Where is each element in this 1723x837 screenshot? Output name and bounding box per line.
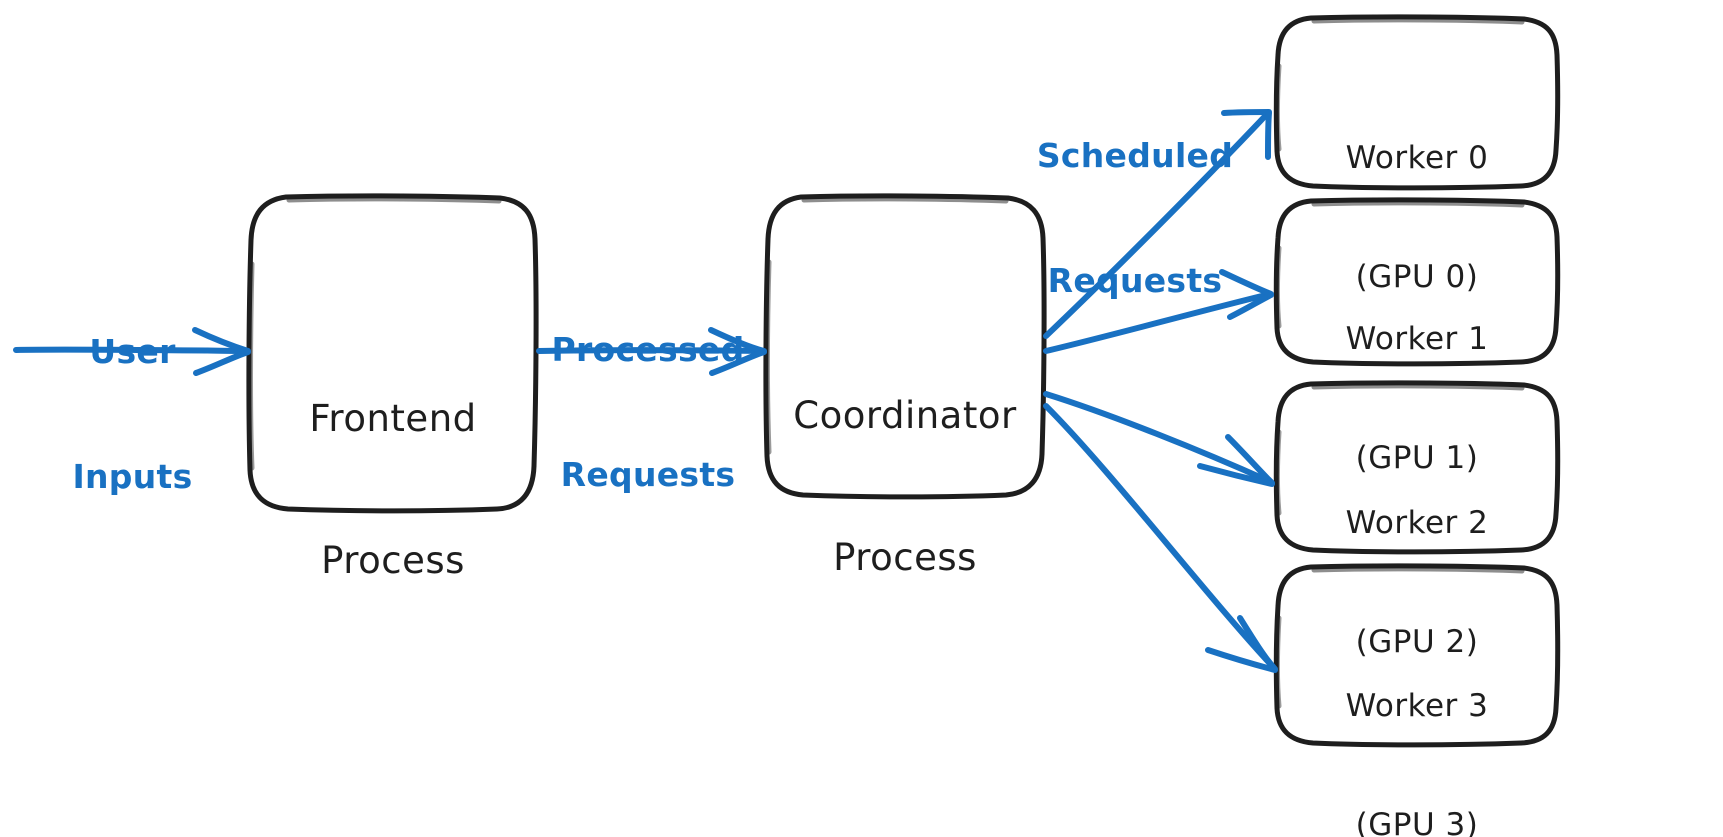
processed-requests-label-line2: Requests [560, 454, 736, 494]
arrow-coordinator-to-worker-2 [1043, 391, 1275, 487]
node-shape-worker-2[interactable] [1273, 380, 1561, 555]
user-inputs-label-line1: User [89, 332, 176, 372]
scheduled-requests-label: Scheduled Requests [1035, 52, 1235, 385]
node-shape-worker-1[interactable] [1273, 197, 1561, 367]
node-shape-frontend[interactable] [246, 193, 539, 514]
arrow-coordinator-to-worker-0 [1043, 109, 1272, 339]
node-shape-worker-0[interactable] [1273, 14, 1561, 191]
arrow-coordinator-to-worker-1 [1043, 269, 1274, 354]
arrow-frontend-to-coordinator [536, 327, 767, 376]
node-shape-coordinator[interactable] [763, 193, 1047, 500]
scheduled-requests-label-line2: Requests [1047, 260, 1223, 300]
node-shape-worker-3[interactable] [1273, 563, 1561, 748]
arrow-user-to-frontend [13, 327, 251, 376]
user-inputs-label-line2: Inputs [72, 456, 193, 496]
scheduled-requests-label-line1: Scheduled [1036, 136, 1234, 176]
processed-requests-label: Processed Requests [548, 246, 748, 579]
processed-requests-label-line1: Processed [551, 330, 745, 370]
user-inputs-label: User Inputs [40, 248, 225, 581]
arrow-coordinator-to-worker-3 [1043, 403, 1278, 673]
